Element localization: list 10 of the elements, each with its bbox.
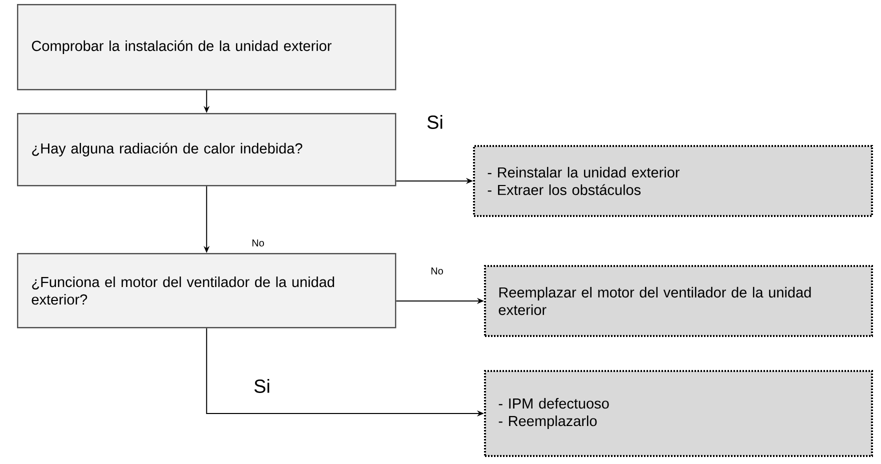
- action-box: - IPM defectuoso - Reemplazarlo: [484, 370, 873, 457]
- action-box: Reemplazar el motor del ventilador de la unidad exterior: [484, 265, 873, 337]
- edge-label: No: [430, 266, 444, 276]
- action-box: - Reinstalar la unidad exterior - Extraer los obstáculos: [473, 145, 873, 217]
- process-box: Comprobar la instalación de la unidad exterior: [17, 4, 396, 90]
- process-box: ¿Funciona el motor del ventilador de la unidad exterior?: [17, 253, 396, 328]
- edge-label: Si: [426, 114, 444, 130]
- process-box: ¿Hay alguna radiación de calor indebida?: [17, 113, 396, 186]
- edge-label: Si: [252, 378, 272, 394]
- edge-label: No: [250, 238, 266, 248]
